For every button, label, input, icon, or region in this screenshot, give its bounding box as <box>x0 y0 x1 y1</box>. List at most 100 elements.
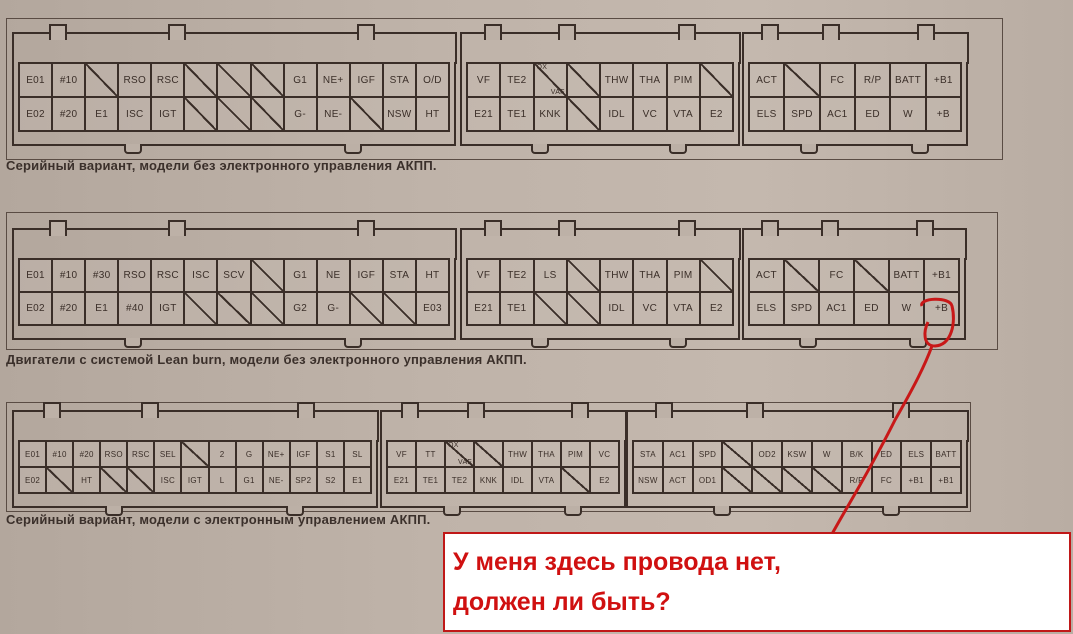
unused-pin <box>565 98 599 130</box>
pin-cell: E01 <box>20 64 52 96</box>
housing-tab <box>821 24 840 40</box>
connector-notch <box>531 144 549 154</box>
pin-cell: E2 <box>589 468 618 492</box>
pin-cell: RSO <box>99 442 127 466</box>
pin-cell: ED <box>870 442 901 466</box>
pin-cell: KNK <box>532 98 566 130</box>
pin-cell: IDL <box>599 98 633 130</box>
pin-cell: E02 <box>20 98 52 130</box>
housing-tab <box>915 220 934 236</box>
housing-tab <box>917 24 936 40</box>
housing-tab <box>483 24 502 40</box>
pin-cell: OD2 <box>751 442 782 466</box>
pin-cell: KSW <box>781 442 811 466</box>
connector-notch <box>124 144 142 154</box>
pin-cell: AC1 <box>818 293 853 324</box>
housing-tab <box>677 220 696 236</box>
pin-cell: THW <box>599 64 633 96</box>
connector-notch <box>799 144 818 154</box>
unused-pin <box>84 64 118 96</box>
pin-cell: SCV <box>216 260 250 291</box>
pin-cell: VF <box>468 64 500 96</box>
unused-pin <box>565 260 599 291</box>
pin-cell: SL <box>342 442 371 466</box>
diagram-frame-2 <box>6 212 998 350</box>
pin-cell: E02 <box>20 293 52 324</box>
pin-cell: ACT <box>750 64 784 96</box>
pin-cell: E2 <box>698 98 732 130</box>
pin-cell: G- <box>315 293 349 324</box>
pin-cell: HT <box>72 468 100 492</box>
pin-cell: RSC <box>150 64 184 96</box>
pin-cell: L <box>207 468 235 492</box>
pin-cell: IDL <box>502 468 531 492</box>
unused-pin <box>249 98 283 130</box>
pin-cell: THW <box>599 260 633 291</box>
pin-cell: FC <box>818 260 853 291</box>
unused-pin <box>565 64 599 96</box>
connector-notch <box>669 338 687 348</box>
pin-cell: W <box>888 293 923 324</box>
pin-cell: THA <box>632 64 666 96</box>
pin-cell: VC <box>632 98 666 130</box>
pin-cell: ISC <box>117 98 151 130</box>
pin-cell: BATT <box>888 260 923 291</box>
unused-pin <box>99 468 127 492</box>
pin-cell: ISC <box>153 468 181 492</box>
red-pointer-line <box>830 345 934 535</box>
unused-pin <box>565 293 599 324</box>
housing-tab <box>571 402 590 418</box>
connector-housing <box>11 402 379 442</box>
pin-cell: IGT <box>150 98 184 130</box>
pin-cell: B/K <box>840 442 871 466</box>
caption-1: Серийный вариант, модели без электронног… <box>6 158 437 173</box>
pin-cell: ACT <box>750 260 783 291</box>
pin-cell: S1 <box>315 442 343 466</box>
pin-cell: AC1 <box>818 98 854 130</box>
callout-line-2: должен ли быть? <box>453 588 671 616</box>
pin-cell: STA <box>381 64 415 96</box>
pin-cell: HT <box>414 98 449 130</box>
pin-cell: W <box>810 442 841 466</box>
pin-cell: E02 <box>20 468 46 492</box>
pin-cell: TE2 <box>499 260 533 291</box>
pin-cell: #20 <box>72 442 100 466</box>
pin-cell: SPD <box>783 98 819 130</box>
connector-housing <box>11 24 457 64</box>
pin-cell: VF <box>468 260 500 291</box>
pin-cell: ED <box>853 293 888 324</box>
pin-cell: VC <box>589 442 618 466</box>
pin-cell: ELS <box>900 442 931 466</box>
pin-cell: THA <box>531 442 560 466</box>
red-circle-highlight <box>920 297 955 348</box>
caption-2: Двигатели с системой Lean burn, модели б… <box>6 352 527 367</box>
connector-housing <box>741 220 967 260</box>
pin-cell: SPD <box>783 293 818 324</box>
connector-notch <box>344 144 362 154</box>
pin-cell: +B1 <box>924 64 960 96</box>
unused-pin <box>216 293 250 324</box>
unused-pin <box>348 98 382 130</box>
unused-pin <box>698 64 732 96</box>
pin-cell: G1 <box>282 64 316 96</box>
pin-cell: NE <box>315 260 349 291</box>
pin-cell: #10 <box>45 442 73 466</box>
pin-cell: TE1 <box>415 468 444 492</box>
housing-tab <box>558 220 577 236</box>
housing-tab <box>820 220 839 236</box>
pin-cell: +B1 <box>930 468 960 492</box>
